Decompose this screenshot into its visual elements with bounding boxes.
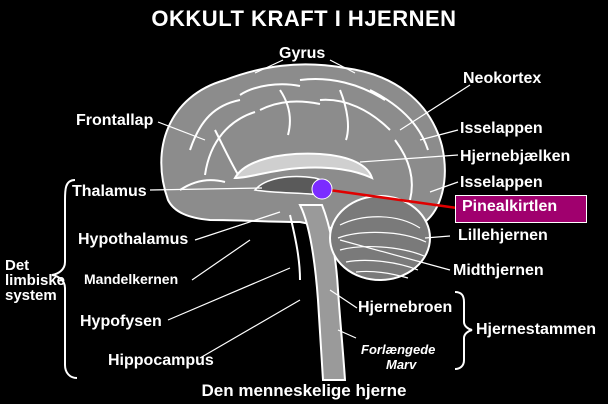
- label-limbic-system: system: [5, 287, 57, 304]
- label-marv: Marv: [386, 357, 417, 372]
- label-hypothalamus: Hypothalamus: [78, 231, 189, 248]
- pineal-dot: [311, 178, 333, 200]
- label-mandelkernen: Mandelkernen: [84, 271, 179, 287]
- label-gyrus: Gyrus: [279, 45, 326, 62]
- pineal-pointer-line: [321, 187, 458, 210]
- pinealkirtlen-highlight-box: [455, 195, 587, 223]
- label-lillehjernen: Lillehjernen: [458, 227, 548, 244]
- label-frontallap: Frontallap: [76, 112, 154, 129]
- label-isselappen-2: Isselappen: [460, 174, 543, 191]
- label-hypofysen: Hypofysen: [80, 313, 162, 330]
- label-neokortex: Neokortex: [463, 70, 542, 87]
- label-pinealkirtlen: Pinealkirtlen: [462, 198, 558, 215]
- label-forlaengede: Forlængede: [361, 342, 436, 357]
- label-thalamus: Thalamus: [72, 183, 147, 200]
- corpus-callosum: [233, 152, 374, 180]
- label-midthjernen: Midthjernen: [453, 262, 544, 279]
- label-hjernebroen: Hjernebroen: [358, 299, 453, 316]
- label-hjernebjaelken: Hjernebjælken: [460, 148, 571, 165]
- diagram-caption: Den menneskelige hjerne: [201, 381, 407, 400]
- limbic-brace: [51, 179, 78, 379]
- label-isselappen-1: Isselappen: [460, 120, 543, 137]
- brainstem-brace: [454, 291, 473, 370]
- label-hjernestammen: Hjernestammen: [476, 321, 597, 338]
- label-limbic-limbiske: limbiske: [5, 272, 66, 289]
- brain-outline: [160, 63, 446, 230]
- label-hippocampus: Hippocampus: [108, 352, 214, 369]
- diagram-title: OKKULT KRAFT I HJERNEN: [151, 6, 457, 31]
- label-limbic-det: Det: [5, 257, 30, 274]
